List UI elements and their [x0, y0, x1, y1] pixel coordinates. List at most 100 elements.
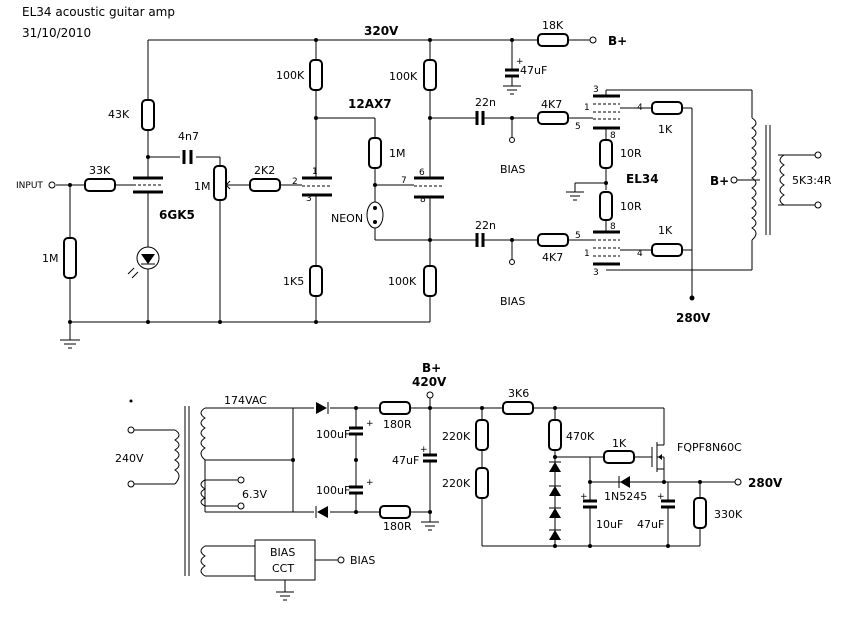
resistor-100k-left: [309, 59, 323, 91]
resistor-33k: [84, 178, 116, 192]
transformer-dot-marker: [129, 399, 133, 403]
capacitor-22n-bottom: [475, 233, 485, 247]
output-transformer: [751, 117, 785, 241]
pin-label: 4: [637, 249, 643, 259]
pin-label: 3: [593, 85, 599, 95]
label-bplus-top: B+: [608, 34, 627, 48]
label-bplus-psu: B+: [422, 361, 441, 375]
label-100k-left: 100K: [276, 69, 305, 82]
tube-12ax7-left: [302, 176, 332, 197]
bias-circuit-box: [254, 539, 316, 581]
pin-label: 5: [575, 122, 581, 132]
tube-12ax7-right: [414, 176, 444, 199]
label-neon: NEON: [331, 212, 363, 225]
pin-label: 8: [610, 222, 616, 232]
resistor-1m-input: [63, 237, 77, 279]
heater-terminal-bottom: [237, 502, 245, 510]
diagram-date: 31/10/2010: [22, 26, 91, 40]
tube-6gk5: [133, 176, 163, 194]
label-420v: 420V: [412, 375, 447, 389]
pin-label: 3: [593, 268, 599, 278]
label-220k-bottom: 220K: [442, 477, 471, 490]
pin-label: 1: [584, 249, 590, 259]
capacitor-100uf-bottom: [349, 485, 363, 495]
label-4k7-top: 4K7: [541, 98, 562, 111]
junction-dots-amp: [68, 38, 695, 324]
label-6v3: 6.3V: [242, 488, 267, 501]
ground-symbol-input: [60, 339, 80, 349]
capacitor-100uf-top: [349, 426, 363, 436]
pin-label: 8: [610, 131, 616, 141]
label-47uf-out: 47uF: [637, 518, 664, 531]
bias-output-terminal: [337, 556, 345, 564]
label-1n5245: 1N5245: [604, 490, 647, 503]
resistor-4k7-bottom: [537, 233, 569, 247]
label-100k-cathode: 100K: [388, 275, 417, 288]
label-240v: 240V: [115, 452, 144, 465]
label-100uf-bottom: 100uF: [316, 484, 350, 497]
zener-1n5245: [618, 476, 630, 488]
label-22n-bottom: 22n: [475, 219, 496, 232]
label-22n-top: 22n: [475, 96, 496, 109]
zener-string: [549, 461, 561, 540]
capacitor-47uf-out: [661, 499, 675, 509]
label-330k: 330K: [714, 508, 743, 521]
tube-el34-bottom: [593, 230, 620, 266]
tube-el34-top: [593, 94, 620, 130]
pin-label: 6: [419, 168, 425, 178]
label-320v: 320V: [364, 24, 399, 38]
input-terminal: [48, 181, 56, 189]
label-47uf-top: 47uF: [520, 64, 547, 77]
label-pot-1m: 1M: [194, 180, 211, 193]
capacitor-47uf-psu: [423, 453, 437, 463]
label-input: INPUT: [16, 181, 43, 191]
resistor-100k-right: [423, 59, 437, 91]
resistor-10r-bottom: [599, 191, 613, 221]
resistor-4k7-top: [537, 111, 569, 125]
label-plus-47uf-psu: +: [420, 445, 428, 455]
ground-symbol-47uf: [503, 85, 521, 95]
resistor-180r-top: [379, 401, 411, 415]
label-1m-input: 1M: [42, 252, 59, 265]
label-470k: 470K: [566, 430, 595, 443]
bias-terminal-top: [509, 137, 515, 143]
label-180r-bottom: 180R: [383, 520, 412, 533]
label-47uf-psu: 47uF: [392, 454, 419, 467]
label-el34: EL34: [626, 172, 659, 186]
mains-terminal-bottom: [127, 480, 135, 488]
neon-lamp: [366, 201, 384, 229]
label-100k-right: 100K: [389, 70, 418, 83]
label-bias-out: BIAS: [350, 554, 375, 567]
mosfet-fqpf8n60c: [651, 440, 665, 472]
label-12ax7: 12AX7: [348, 97, 392, 111]
label-180r-top: 180R: [383, 418, 412, 431]
label-33k: 33K: [89, 164, 111, 177]
pin-label: 2: [292, 177, 298, 187]
resistor-1k-psu: [603, 450, 635, 464]
label-4k7-bottom: 4K7: [542, 251, 563, 264]
label-2k2: 2K2: [254, 164, 275, 177]
ground-symbol-cathode: [566, 191, 584, 201]
label-1k-top: 1K: [658, 123, 673, 136]
heater-terminal-top: [237, 476, 245, 484]
label-bias-bottom: BIAS: [500, 295, 525, 308]
bplus-terminal-psu: [426, 391, 434, 399]
label-plus-10uf: +: [580, 492, 588, 502]
potentiometer-1m: [213, 165, 227, 201]
pin-label: 1: [312, 167, 318, 177]
pin-label: 1: [584, 103, 590, 113]
led-indicator: [127, 246, 160, 279]
bplus-terminal-ot: [730, 176, 738, 184]
bplus-terminal-top: [589, 36, 597, 44]
resistor-180r-bottom: [379, 505, 411, 519]
label-18k: 18K: [542, 19, 564, 32]
label-43k: 43K: [108, 108, 130, 121]
diode-rectifier-top: [316, 402, 329, 414]
ground-symbol-psu: [421, 521, 439, 531]
label-280v-top: 280V: [676, 311, 711, 325]
capacitor-22n-top: [475, 111, 485, 125]
label-1m-grid: 1M: [389, 147, 406, 160]
capacitor-10uf: [583, 499, 597, 509]
label-10r-top: 10R: [620, 147, 642, 160]
diode-rectifier-bottom: [315, 506, 328, 518]
